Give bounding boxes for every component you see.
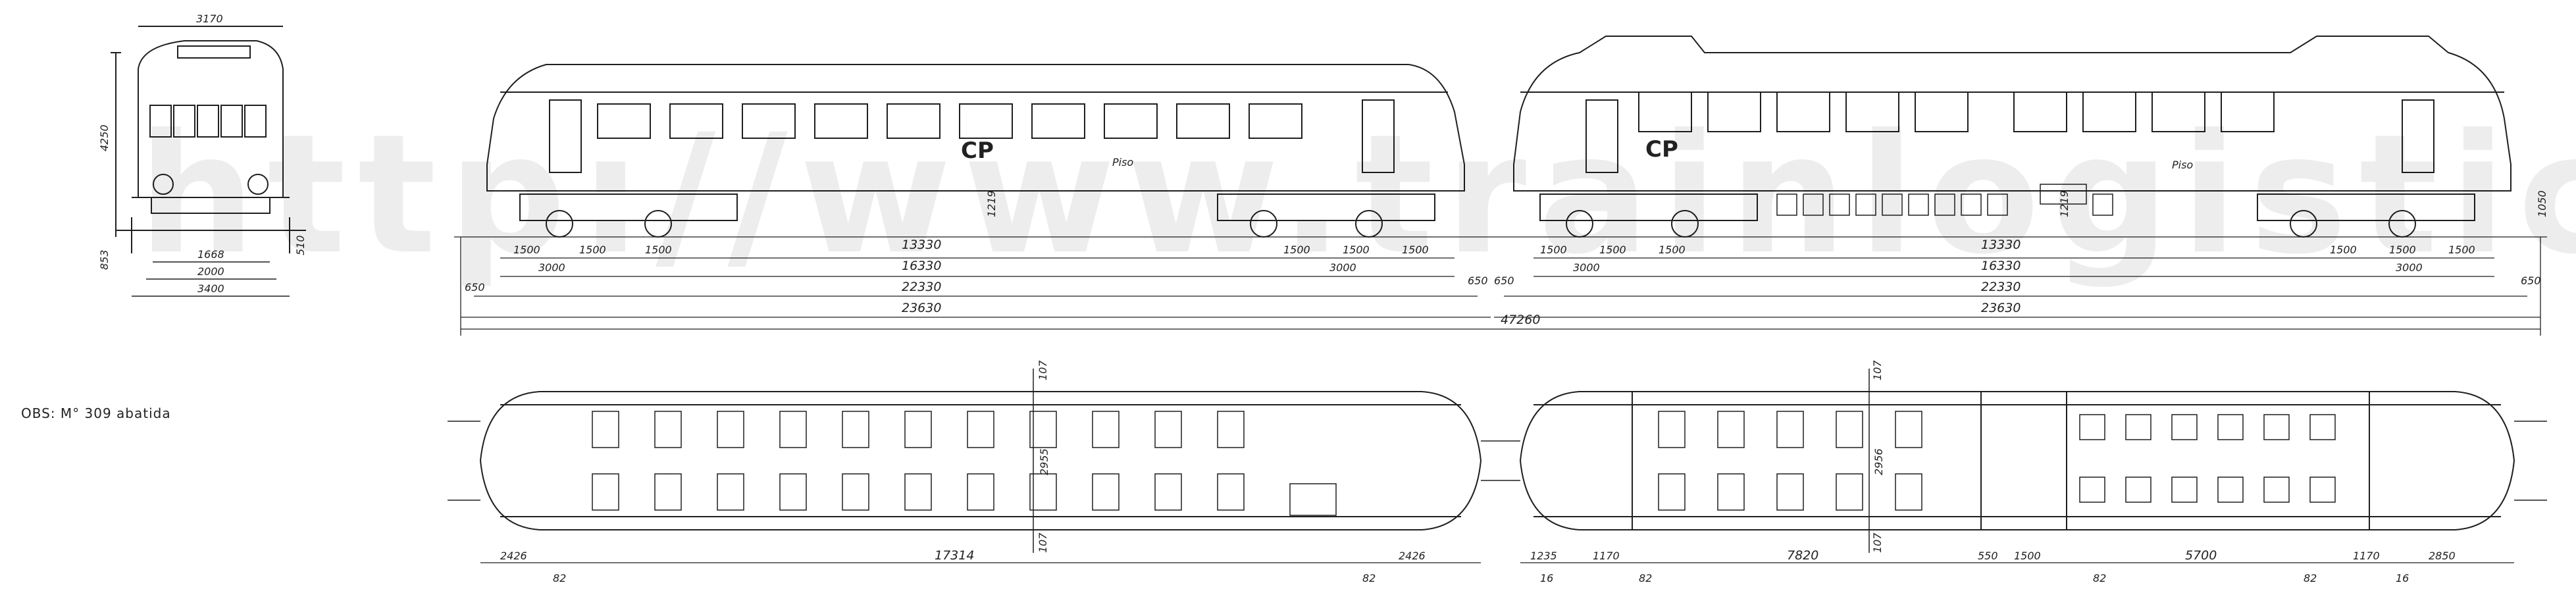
obs-note: OBS: M° 309 abatida [21, 405, 171, 421]
plan-car-1 [479, 391, 1482, 530]
c2-bogie-dim-6: 1500 [2448, 244, 2475, 256]
c1-spacing-1: 3000 [538, 261, 565, 274]
plan-car-1-seats [592, 411, 1337, 516]
plan-c2-small-5: 16 [2396, 572, 2409, 584]
plan-c2-small-2: 82 [1639, 572, 1652, 584]
gap-left: 650 [1468, 274, 1488, 287]
c1-bogie-dim-3: 1500 [645, 244, 672, 256]
cp-logo-car-2: CP [1645, 136, 1678, 163]
front-view [111, 26, 306, 253]
plan-c2-small-3: 82 [2093, 572, 2106, 584]
front-height: 4250 [98, 124, 111, 151]
front-width-top: 3170 [196, 13, 223, 25]
c2-bogie-dim-2: 1500 [1599, 244, 1626, 256]
plan-c2-centre: 107 [1871, 360, 1884, 380]
c2-bogie-dim-5: 1500 [2389, 244, 2416, 256]
c2-body: 22330 [1981, 280, 2021, 294]
front-track-2: 2000 [197, 265, 224, 278]
c1-pivot: 13330 [902, 238, 941, 252]
plan-c1-centre-2: 107 [1037, 532, 1049, 553]
plan-c1-right: 2426 [1399, 550, 1426, 562]
gap-right: 650 [1494, 274, 1514, 287]
front-wheel-height: 510 [294, 235, 307, 255]
c1-end-overhang: 650 [465, 281, 485, 294]
c2-wheelbase: 16330 [1981, 259, 2021, 273]
c1-body: 22330 [902, 280, 941, 294]
plan-c2-dim-3: 7820 [1787, 548, 1818, 563]
car-2-floor: 1219 [2058, 190, 2071, 217]
c2-bogie-dim-1: 1500 [1540, 244, 1567, 256]
plan-c2-dim-2: 1170 [1593, 550, 1620, 562]
plan-c2-centre-2: 107 [1871, 532, 1884, 553]
car-1-floor: 1219 [985, 190, 998, 217]
plan-c2-small-4: 82 [2304, 572, 2317, 584]
plan-c1-door-left: 82 [553, 572, 566, 584]
plan-c2-dim-5: 1500 [2014, 550, 2041, 562]
c1-spacing-2: 3000 [1329, 261, 1356, 274]
c2-bogie-dim-3: 1500 [1659, 244, 1686, 256]
c2-pivot: 13330 [1981, 238, 2021, 252]
side-car-1 [486, 64, 1465, 238]
car-2-windows [1638, 91, 2275, 132]
c1-bogie-dim-1: 1500 [513, 244, 540, 256]
c2-end-overhang: 650 [2521, 274, 2541, 287]
front-base: 853 [98, 249, 111, 270]
c2-spacing-1: 3000 [1573, 261, 1600, 274]
c1-bogie-dim-2: 1500 [579, 244, 606, 256]
plan-car-2-seats [1658, 411, 2336, 511]
c1-bogie-dim-4: 1500 [1283, 244, 1310, 256]
total-length: 47260 [1501, 313, 1540, 327]
c2-over-buffers: 23630 [1981, 301, 2021, 315]
c1-over-buffers: 23630 [902, 301, 941, 315]
c1-bogie-dim-5: 1500 [1343, 244, 1370, 256]
plan-c2-dim-7: 1170 [2353, 550, 2380, 562]
plan-c2-dim-4: 550 [1978, 550, 1998, 562]
plan-c1-width: 2955 [1038, 448, 1050, 475]
front-track-3: 3400 [197, 282, 224, 295]
plan-c1-centre: 107 [1037, 360, 1049, 380]
plan-couplers [448, 369, 2547, 553]
plan-c2-dim-1: 1235 [1530, 550, 1557, 562]
front-track-1: 1668 [197, 248, 224, 261]
plan-c2-dim-6: 5700 [2185, 548, 2217, 563]
side-dimension-lines [454, 236, 2547, 336]
c1-wheelbase: 16330 [902, 259, 941, 273]
height-right: 1050 [2536, 190, 2548, 217]
floor-label-car-1: Piso [1112, 156, 1133, 168]
plan-c1-door-right: 82 [1362, 572, 1376, 584]
c2-bogie-dim-4: 1500 [2330, 244, 2357, 256]
plan-c1-mid: 17314 [935, 548, 974, 563]
cp-logo-car-1: CP [961, 138, 994, 164]
car-2-vents [1776, 184, 2113, 216]
plan-c1-left: 2426 [500, 550, 527, 562]
plan-car-2 [1519, 391, 2515, 530]
plan-c2-dim-8: 2850 [2429, 550, 2456, 562]
c2-spacing-2: 3000 [2396, 261, 2423, 274]
plan-c2-small-1: 16 [1540, 572, 1553, 584]
car-1-windows [597, 103, 1302, 139]
floor-label-car-2: Piso [2172, 159, 2193, 171]
c1-bogie-dim-6: 1500 [1402, 244, 1429, 256]
plan-c2-width: 2956 [1872, 448, 1885, 475]
